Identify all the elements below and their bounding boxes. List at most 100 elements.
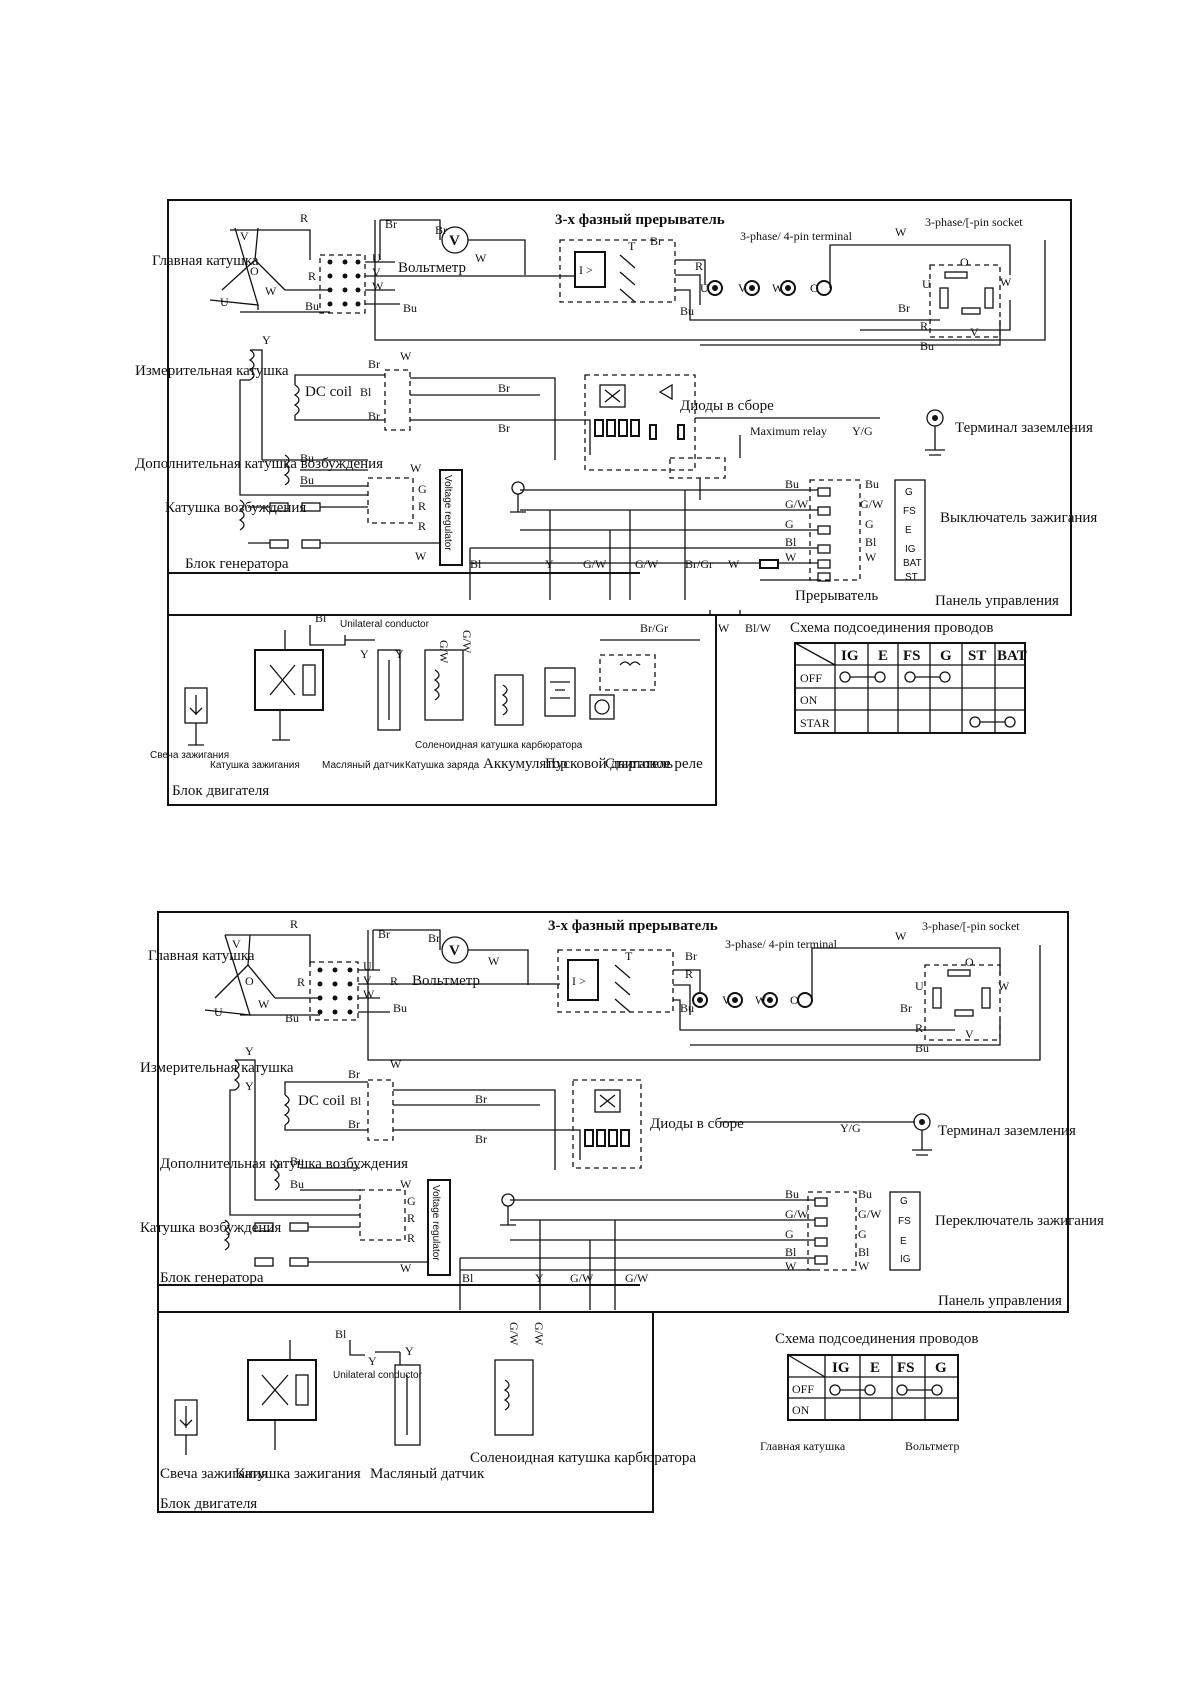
svg-text:Свеча зажигания: Свеча зажигания [160, 1466, 268, 1482]
breaker-label-1: Прерыватель [795, 588, 878, 604]
svg-text:Вольтметр: Вольтметр [905, 1439, 959, 1453]
oil-sensor-1 [377, 649, 401, 731]
svg-text:G: G [858, 1227, 867, 1241]
svg-text:G/W: G/W [785, 1207, 809, 1221]
svg-text:Bl: Bl [785, 535, 797, 549]
svg-text:G: G [785, 517, 794, 531]
svg-text:Br: Br [368, 357, 380, 371]
engine-block-frame [167, 614, 717, 806]
svg-text:Bu: Bu [915, 1041, 929, 1055]
svg-text:O: O [790, 993, 799, 1007]
svg-text:Масляный датчик: Масляный датчик [370, 1466, 485, 1482]
meas-coil-label-1: Измерительная катушка [135, 363, 289, 379]
svg-text:G/W: G/W [437, 640, 451, 664]
unilateral-label-1: Unilateral conductor [340, 619, 430, 630]
svg-text:R: R [418, 499, 426, 513]
svg-text:U: U [214, 1005, 223, 1019]
svg-text:V: V [240, 229, 249, 243]
svg-text:W: W [400, 1261, 412, 1275]
svg-text:Bu: Bu [680, 1001, 694, 1015]
svg-text:Br: Br [385, 217, 397, 231]
start-relay-1 [599, 654, 656, 691]
starter-1 [589, 694, 615, 720]
svg-text:Стартовое реле: Стартовое реле [605, 756, 703, 772]
svg-text:Br/Gr: Br/Gr [640, 621, 668, 635]
svg-text:Bl: Bl [865, 535, 877, 549]
dc-coil [293, 374, 385, 421]
svg-text:W: W [858, 1259, 870, 1273]
svg-text:Bu: Bu [300, 473, 314, 487]
ignition-switch-1 [809, 479, 926, 582]
ground-term-label-1: Терминал заземления [955, 420, 1093, 436]
svg-text:G/W: G/W [570, 1271, 594, 1285]
svg-text:Переключатель зажигания: Переключатель зажигания [935, 1213, 1104, 1229]
svg-text:G/W: G/W [635, 557, 659, 571]
svg-text:Voltage regulator: Voltage regulator [430, 1185, 441, 1261]
svg-text:R: R [915, 1021, 923, 1035]
svg-text:ST: ST [968, 648, 986, 664]
svg-text:O: O [245, 974, 254, 988]
main-coil-2 [204, 934, 320, 1016]
svg-text:W: W [372, 279, 384, 293]
svg-text:ON: ON [800, 693, 818, 707]
svg-text:Bu: Bu [300, 451, 314, 465]
svg-text:W: W [785, 1259, 797, 1273]
pin-socket-2 [924, 964, 1001, 1041]
svg-text:Bl: Bl [785, 1245, 797, 1259]
svg-text:W: W [785, 550, 797, 564]
svg-text:Br: Br [428, 931, 440, 945]
svg-text:Br/Gr: Br/Gr [685, 557, 713, 571]
svg-text:Voltage regulator: Voltage regulator [442, 475, 453, 551]
breaker3-label-1: 3-х фазный прерыватель [555, 212, 725, 228]
scheme-label-1: Схема подсоединения проводов [790, 620, 993, 636]
svg-text:Блок генератора: Блок генератора [160, 1270, 264, 1286]
svg-text:R: R [685, 967, 693, 981]
svg-text:W: W [895, 929, 907, 943]
svg-text:Br: Br [685, 949, 697, 963]
svg-text:O: O [810, 281, 819, 295]
svg-text:Масляный датчик: Масляный датчик [322, 760, 405, 771]
svg-text:W: W [895, 225, 907, 239]
svg-text:R: R [418, 519, 426, 533]
svg-text:Bl: Bl [462, 1271, 474, 1285]
svg-text:R: R [290, 917, 298, 931]
svg-text:W: W [488, 954, 500, 968]
measuring-coil [239, 349, 263, 470]
svg-text:Br: Br [650, 234, 662, 248]
svg-text:FS: FS [897, 1360, 915, 1376]
svg-text:Y: Y [405, 1344, 414, 1358]
svg-text:G: G [900, 1196, 908, 1207]
svg-text:3-х фазный прерыватель: 3-х фазный прерыватель [548, 918, 718, 934]
main-coil [209, 227, 330, 313]
terminal4-label-1: 3-phase/ 4-pin terminal [740, 229, 853, 243]
ignition-coil-1 [254, 630, 324, 741]
svg-text:Br: Br [378, 927, 390, 941]
diagram-2: Главная катушка V U O W R R Bu U V W R B… [140, 911, 1104, 1513]
svg-text:V: V [738, 281, 747, 295]
ground-terminal-1 [925, 409, 945, 456]
svg-text:BAT: BAT [997, 648, 1027, 664]
svg-text:E: E [905, 525, 912, 536]
svg-text:Y/G: Y/G [840, 1121, 861, 1135]
svg-text:Соленоидная катушка карбюратор: Соленоидная катушка карбюратора [415, 739, 583, 751]
svg-text:R: R [308, 269, 316, 283]
svg-text:V: V [449, 233, 460, 249]
svg-text:Y: Y [245, 1079, 254, 1093]
svg-text:I >: I > [572, 974, 586, 988]
svg-text:Bl: Bl [360, 385, 372, 399]
svg-text:Главная катушка: Главная катушка [148, 948, 255, 964]
svg-text:G/W: G/W [785, 497, 809, 511]
svg-text:BAT: BAT [903, 558, 922, 569]
svg-text:IG: IG [900, 1254, 911, 1265]
exc-coil-label-1: Катушка возбуждения [165, 500, 306, 516]
svg-text:Bu: Bu [680, 304, 694, 318]
svg-text:FS: FS [903, 648, 921, 664]
svg-text:Bu: Bu [920, 339, 934, 353]
svg-text:E: E [878, 648, 888, 664]
svg-text:W: W [865, 550, 877, 564]
svg-text:Bu: Bu [403, 301, 417, 315]
svg-text:W: W [258, 997, 270, 1011]
engine-block-frame-2 [157, 1311, 654, 1513]
svg-text:R: R [297, 975, 305, 989]
